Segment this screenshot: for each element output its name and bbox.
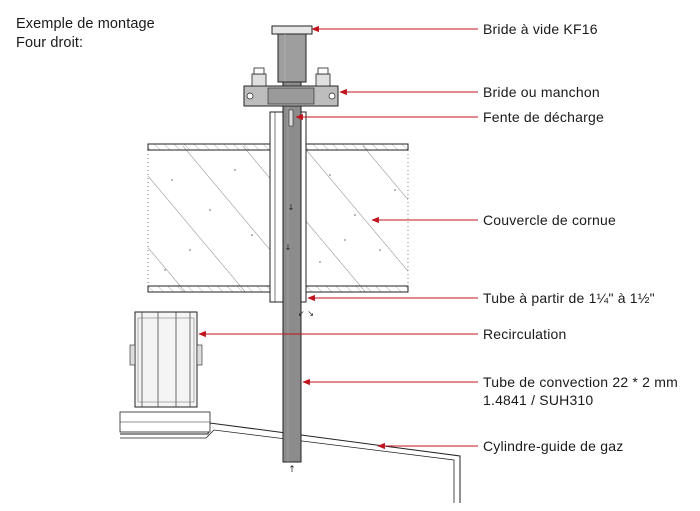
label-bride-manchon: Bride ou manchon <box>483 84 600 100</box>
label-tube-material: 1.4841 / SUH310 <box>483 392 594 408</box>
label-bride-vide: Bride à vide KF16 <box>483 21 598 37</box>
svg-text:↑: ↑ <box>288 465 296 475</box>
label-couvercle: Couvercle de cornue <box>483 212 616 228</box>
diagram-title-line2: Four droit: <box>16 35 84 51</box>
relief-slot <box>288 109 294 127</box>
svg-text:↙ ↘: ↙ ↘ <box>298 309 314 318</box>
diagram-title-line1: Exemple de montage <box>16 16 155 32</box>
svg-text:↓: ↓ <box>288 203 295 212</box>
label-tube-partir: Tube à partir de 1¼" à 1½" <box>483 290 655 306</box>
kf16-flange <box>271 25 313 83</box>
recirculation-unit <box>129 311 203 408</box>
flange <box>243 67 339 107</box>
label-recirculation: Recirculation <box>483 326 567 342</box>
convection-tube: ↓ ↓ ↑ ↙ ↘ <box>282 81 314 475</box>
label-cylindre: Cylindre-guide de gaz <box>483 438 624 454</box>
leader-arrows <box>198 25 478 450</box>
label-tube-convection: Tube de convection 22 * 2 mm <box>483 374 678 390</box>
svg-text:↓: ↓ <box>285 243 292 252</box>
gas-guide-cylinder <box>119 411 461 503</box>
label-fente-decharge: Fente de décharge <box>483 109 604 125</box>
